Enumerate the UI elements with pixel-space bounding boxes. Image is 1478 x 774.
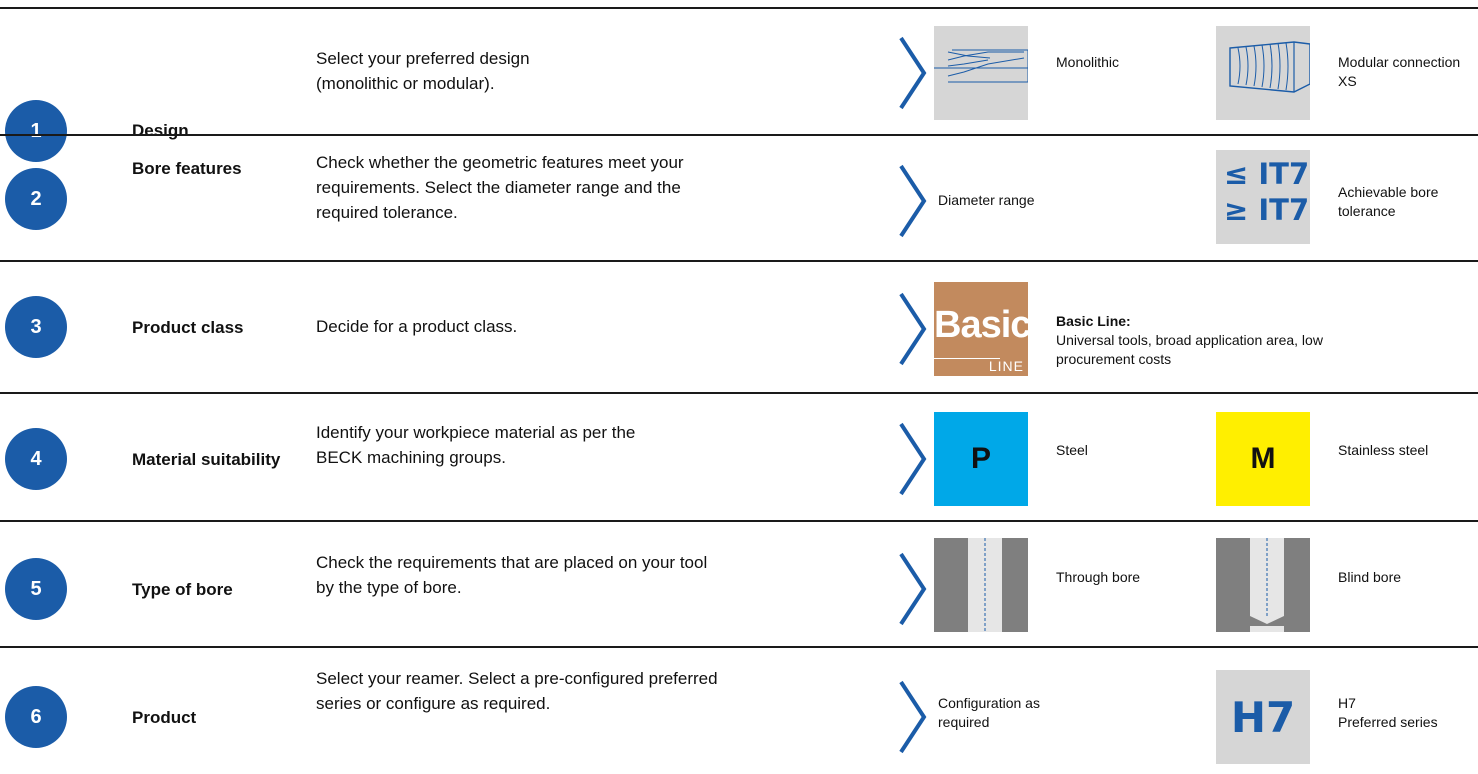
chevron-right-icon (898, 680, 928, 754)
configuration-as-required-label[interactable]: Configuration as required (938, 694, 1040, 732)
tolerance-ge: ≥ IT7 (1224, 193, 1310, 227)
label-line: Modular connection (1338, 54, 1461, 70)
desc-line: requirements. Select the diameter range … (316, 178, 681, 197)
modular-connection-drawing (1229, 41, 1310, 93)
label-line: Configuration as (938, 695, 1040, 711)
basic-line-description: Basic Line: Universal tools, broad appli… (1056, 312, 1323, 369)
h7-preferred-series-badge[interactable]: H7 (1216, 670, 1310, 764)
divider (0, 646, 1478, 648)
achievable-tolerance-label: Achievable bore tolerance (1338, 183, 1438, 221)
desc-line: series or configure as required. (316, 694, 551, 713)
material-m-stainless[interactable]: M (1216, 412, 1310, 506)
modular-connection-label: Modular connection XS (1338, 53, 1460, 91)
divider (0, 134, 1478, 136)
through-bore-label: Through bore (1056, 569, 1141, 585)
chevron-right-icon (898, 164, 928, 238)
step-number-2: 2 (5, 168, 67, 230)
step-title-bore-features: Bore features (132, 159, 242, 178)
divider (0, 520, 1478, 522)
steel-label: Steel (1056, 442, 1088, 458)
step-description-material-suitability: Identify your workpiece material as per … (316, 420, 796, 470)
chevron-right-icon (898, 292, 928, 366)
tolerance-badge[interactable]: ≤ IT7 ≥ IT7 (1216, 150, 1310, 244)
h7-preferred-series-label: H7 Preferred series (1338, 694, 1438, 732)
step-description-product-class: Decide for a product class. (316, 314, 796, 339)
blind-bore-image[interactable] (1216, 538, 1310, 632)
step-description-product: Select your reamer. Select a pre-configu… (316, 666, 796, 716)
step-description-design: Select your preferred design (monolithic… (316, 46, 796, 96)
label-title: Basic Line: (1056, 312, 1323, 331)
desc-line: required tolerance. (316, 203, 458, 222)
desc-line: Select your reamer. Select a pre-configu… (316, 669, 718, 688)
divider (0, 260, 1478, 262)
basic-line-title: Basic Line: (1056, 313, 1131, 329)
chevron-right-icon (898, 422, 928, 496)
monolithic-image[interactable] (934, 26, 1028, 120)
label-line: Achievable bore (1338, 184, 1439, 200)
step-number-4: 4 (5, 428, 67, 490)
modular-connection-image[interactable] (1216, 26, 1310, 120)
step-title-design: Design (132, 121, 189, 140)
desc-line: Decide for a product class. (316, 317, 518, 336)
through-bore-image[interactable] (934, 538, 1028, 632)
step-title-material-suitability: Material suitability (132, 450, 281, 469)
tolerance-le: ≤ IT7 (1224, 157, 1310, 191)
step-title-product-class: Product class (132, 318, 244, 337)
material-p-steel[interactable]: P (934, 412, 1028, 506)
label-line: procurement costs (1056, 351, 1172, 367)
blind-bore-drawing (1250, 538, 1284, 632)
step-number-5: 5 (5, 558, 67, 620)
logo-underline (934, 358, 1000, 359)
top-divider (0, 7, 1478, 9)
diameter-range-label[interactable]: Diameter range (938, 192, 1035, 208)
desc-line: Check the requirements that are placed o… (316, 553, 708, 572)
label-line: Preferred series (1338, 714, 1438, 730)
monolithic-drawing (934, 49, 1028, 83)
step-title-product: Product (132, 708, 197, 727)
chevron-right-icon (898, 552, 928, 626)
desc-line: (monolithic or modular). (316, 74, 495, 93)
desc-line: Select your preferred design (316, 49, 530, 68)
desc-line: Check whether the geometric features mee… (316, 153, 684, 172)
line-word: LINE (988, 358, 1024, 374)
step-description-type-of-bore: Check the requirements that are placed o… (316, 550, 796, 600)
blind-bore-label: Blind bore (1338, 569, 1402, 585)
stainless-steel-label: Stainless steel (1338, 442, 1429, 458)
chevron-right-icon (898, 36, 928, 110)
through-bore-drawing (968, 538, 1002, 632)
label-line: tolerance (1338, 203, 1396, 219)
basic-line-logo[interactable]: Basic LINE (934, 282, 1031, 376)
label-line: XS (1338, 73, 1357, 89)
desc-line: Identify your workpiece material as per … (316, 423, 636, 442)
divider (0, 392, 1478, 394)
step-number-3: 3 (5, 296, 67, 358)
step-description-bore-features: Check whether the geometric features mee… (316, 150, 796, 225)
label-line: required (938, 714, 990, 730)
label-line: Universal tools, broad application area,… (1056, 332, 1323, 348)
desc-line: BECK machining groups. (316, 448, 506, 467)
label-line: H7 (1338, 695, 1356, 711)
basic-word: Basic (934, 304, 1031, 346)
step-number-6: 6 (5, 686, 67, 748)
monolithic-label: Monolithic (1056, 54, 1120, 70)
step-title-type-of-bore: Type of bore (132, 580, 233, 599)
desc-line: by the type of bore. (316, 578, 462, 597)
step-number-1: 1 (5, 100, 67, 162)
